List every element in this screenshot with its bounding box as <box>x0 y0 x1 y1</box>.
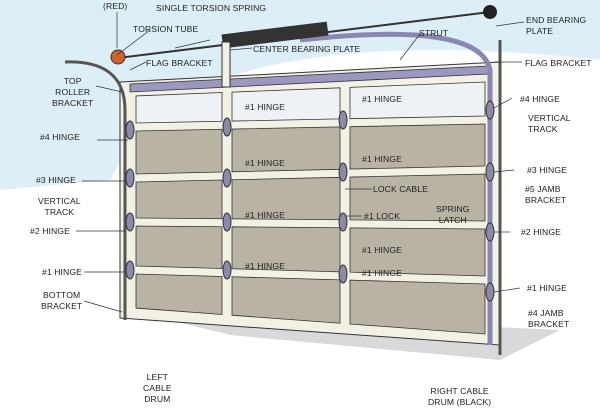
label-hinge4-left: #4 HINGE <box>40 132 80 142</box>
leader-line <box>493 97 513 109</box>
leader-line <box>83 300 123 313</box>
window-pane <box>349 81 486 120</box>
door-panel <box>349 279 486 335</box>
hinge <box>338 110 348 130</box>
hinge <box>485 282 495 302</box>
label-hinge1-right: #1 HINGE <box>527 283 567 293</box>
leader-line <box>174 39 211 49</box>
door-panel <box>349 173 486 222</box>
label-hinge4-right: #4 HINGE <box>520 94 560 104</box>
door-panel <box>349 227 486 277</box>
label-hinge1-left: #1 HINGE <box>42 267 82 277</box>
label-strut: STRUT <box>419 28 449 38</box>
label-hinge1-f: #1 HINGE <box>362 245 402 255</box>
torsion-spring <box>221 21 329 49</box>
leader-line <box>399 33 421 61</box>
label-lock1: #1 LOCK <box>364 211 401 221</box>
leader-line <box>229 47 253 51</box>
left-track <box>64 60 127 320</box>
hinge <box>125 260 135 280</box>
label-lock-cable: LOCK CABLE <box>373 184 428 194</box>
hinge <box>125 212 135 232</box>
center-bearing-plate <box>221 41 231 88</box>
label-hinge2-left: #2 HINGE <box>30 226 70 236</box>
leader-line <box>129 61 147 71</box>
leader-line <box>495 21 525 27</box>
hinge <box>222 260 232 280</box>
label-hinge1-d: #1 HINGE <box>362 154 402 164</box>
window-pane <box>135 92 223 124</box>
hinge <box>485 162 495 182</box>
hinge <box>485 222 495 242</box>
label-hinge1-e: #1 HINGE <box>245 210 285 220</box>
label-red: (RED) <box>103 1 128 11</box>
leader-line <box>493 169 515 173</box>
hinge <box>125 168 135 188</box>
door-panel <box>135 225 223 269</box>
leader-line <box>493 287 521 293</box>
hinge <box>222 117 232 137</box>
door-panel <box>135 273 223 315</box>
label-bottom-bracket: BOTTOM BRACKET <box>41 290 83 311</box>
label-hinge1-b: #1 HINGE <box>362 94 402 104</box>
leader-line <box>116 29 151 56</box>
label-center-bearing-plate: CENTER BEARING PLATE <box>253 44 361 54</box>
label-hinge3-right: #3 HINGE <box>527 165 567 175</box>
label-left-cable-drum: LEFT CABLE DRUM <box>143 372 172 404</box>
label-hinge1-g: #1 HINGE <box>245 261 285 271</box>
label-vertical-track-left: VERTICAL TRACK <box>38 196 81 217</box>
hinge <box>125 120 135 140</box>
leader-line <box>95 85 123 93</box>
door-panel <box>231 276 341 324</box>
hinge <box>485 100 495 120</box>
label-torsion-tube: TORSION TUBE <box>133 24 199 34</box>
label-spring-latch: SPRING LATCH <box>436 204 470 225</box>
label-flag-bracket-right: FLAG BRACKET <box>525 58 592 68</box>
door-panel <box>135 179 223 220</box>
label-jamb4: #4 JAMB BRACKET <box>528 308 570 329</box>
hinge <box>338 162 348 182</box>
label-right-cable-drum: RIGHT CABLE DRUM (BLACK) <box>428 386 492 407</box>
hinge <box>338 264 348 284</box>
right-cable-drum <box>483 5 497 19</box>
label-hinge1-c: #1 HINGE <box>245 158 285 168</box>
label-hinge1-h: #1 HINGE <box>362 268 402 278</box>
left-cable-drum <box>110 49 126 65</box>
hinge <box>338 212 348 232</box>
label-hinge1-a: #1 HINGE <box>245 102 285 112</box>
label-hinge2-right: #2 HINGE <box>521 227 561 237</box>
label-single-torsion-spring: SINGLE TORSION SPRING <box>156 3 267 13</box>
label-end-bearing-plate: END BEARING PLATE <box>526 15 587 36</box>
label-vertical-track-right: VERTICAL TRACK <box>528 113 571 134</box>
label-top-roller-bracket: TOP ROLLER BRACKET <box>52 76 94 108</box>
sky-background <box>0 0 600 190</box>
door-panel <box>349 123 486 170</box>
right-flag-bracket <box>299 31 493 345</box>
label-hinge3-left: #3 HINGE <box>36 175 76 185</box>
hinge <box>222 212 232 232</box>
hinge <box>222 168 232 188</box>
label-jamb5: #5 JAMB BRACKET <box>525 184 567 205</box>
label-flag-bracket-left: FLAG BRACKET <box>146 58 213 68</box>
door-panel <box>135 128 223 175</box>
